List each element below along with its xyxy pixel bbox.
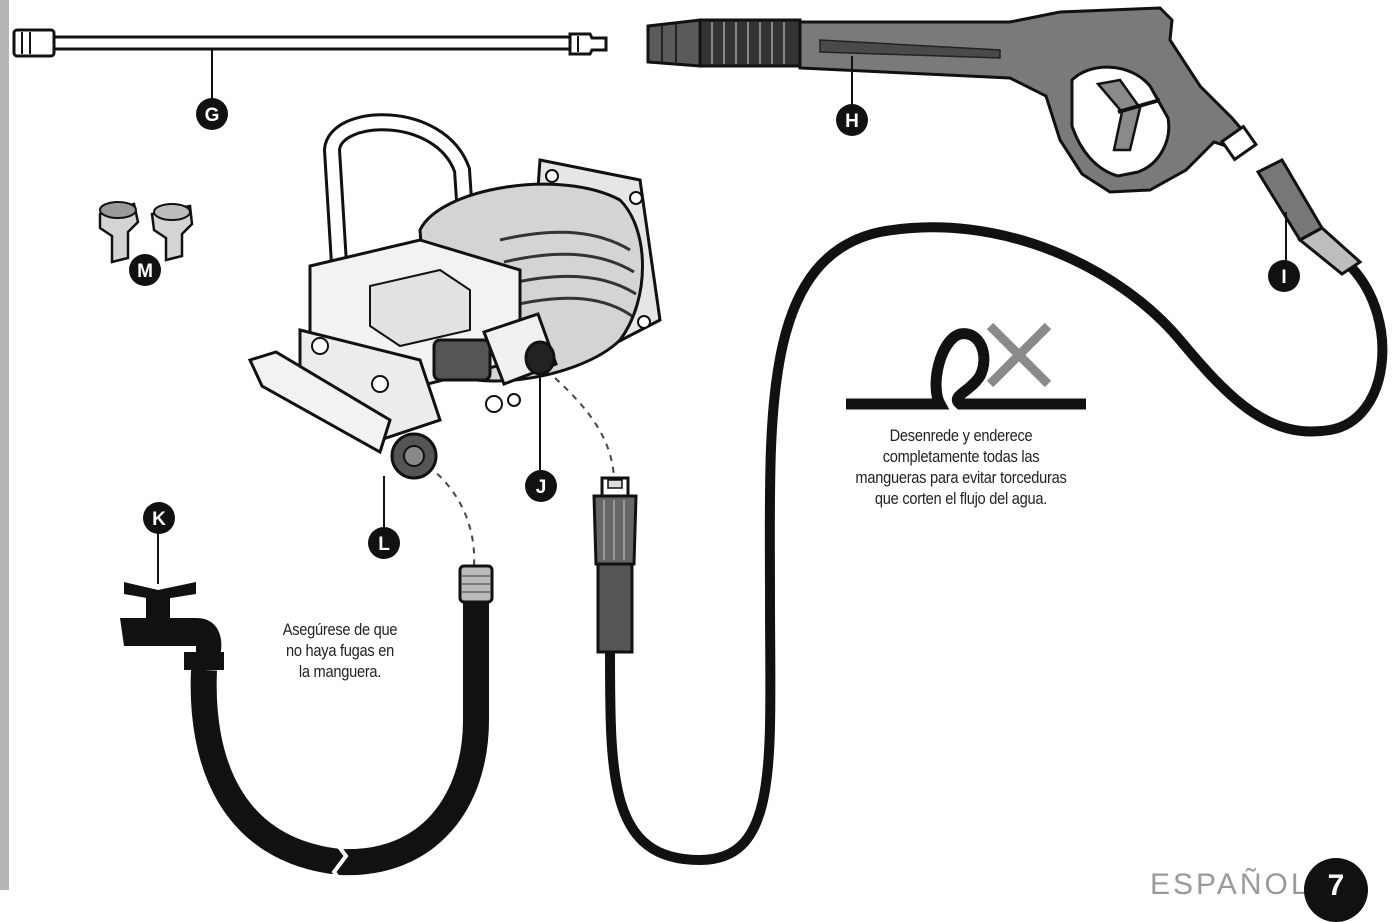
badge-l: L [368, 527, 400, 559]
guide-dashed-j [554, 377, 615, 479]
badge-k-letter: K [152, 509, 166, 530]
leak-caption-line-2: no haya fugas en [285, 641, 395, 660]
kink-caption-line-3: mangueras para evitar torceduras [855, 468, 1067, 487]
kink-caption: Desenrede y enderece completamente todas… [848, 425, 1073, 509]
badge-h-letter: H [845, 111, 859, 132]
leak-caption: Asegúrese de que no haya fugas en la man… [271, 619, 409, 682]
badge-i-letter: I [1281, 267, 1286, 288]
hose-connector-pump [592, 476, 638, 654]
badge-g-letter: G [205, 105, 220, 126]
leak-caption-line-1: Asegúrese de que [282, 620, 398, 639]
high-pressure-hose [605, 222, 1388, 866]
badge-h: H [836, 104, 868, 136]
hose-connector-gun [1255, 158, 1363, 276]
badge-j-letter: J [536, 477, 547, 498]
pump-assembly [247, 113, 662, 528]
kink-caption-line-4: que corten el flujo del agua. [874, 489, 1048, 508]
footer-language: ESPAÑOL [1150, 868, 1311, 901]
badge-k: K [143, 502, 175, 534]
badge-j: J [525, 470, 557, 502]
leak-caption-line-3: la manguera. [298, 662, 382, 681]
page-edge-bar [0, 0, 9, 890]
badge-m-letter: M [137, 261, 153, 282]
badge-g: G [196, 98, 228, 130]
badge-m: M [129, 254, 161, 286]
badge-i: I [1268, 260, 1300, 292]
diagram-canvas: G H I J K L M [0, 0, 1388, 890]
guide-dashed-l [427, 465, 476, 567]
badge-l-letter: L [378, 534, 390, 555]
spray-gun [646, 6, 1259, 194]
spray-wand [12, 28, 608, 98]
kink-icon [846, 322, 1086, 410]
page-number: 7 [1304, 858, 1368, 922]
water-faucet [120, 532, 224, 670]
garden-hose [190, 564, 494, 890]
kink-caption-line-1: Desenrede y enderece [889, 426, 1033, 445]
kink-caption-line-2: completamente todas las [882, 447, 1040, 466]
nozzle-tips [98, 201, 194, 264]
